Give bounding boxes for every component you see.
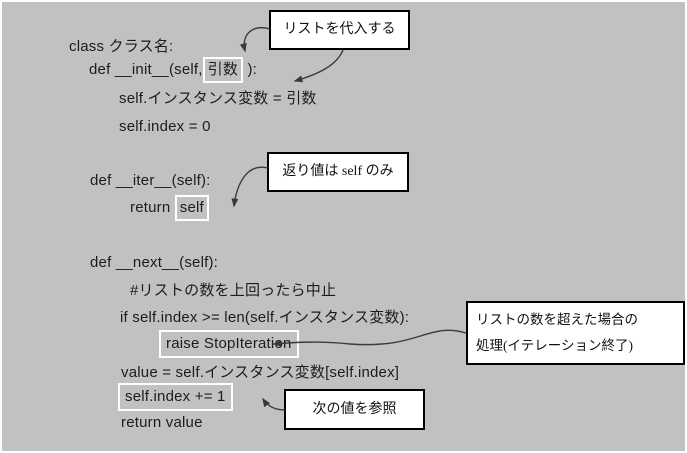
code-line-if-condition: if self.index >= len(self.インスタンス変数): — [120, 309, 410, 326]
code-line-raise: raise StopIteration — [159, 330, 299, 358]
code-init-argument: 引数 — [207, 61, 239, 78]
callout-stop-iteration: リストの数を超えた場合の 処理(イテレーション終了) — [466, 301, 685, 365]
code-line-return-self: return self — [130, 195, 209, 221]
arrow-next-value — [262, 397, 286, 411]
callout-next-value: 次の値を参照 — [284, 389, 425, 430]
highlight-box-argument: 引数 — [202, 57, 244, 83]
arrow-stop-iteration — [272, 329, 467, 347]
code-line-assign-instance: self.インスタンス変数 = 引数 — [119, 90, 317, 107]
code-line-init-def: def __init__(self,引数 ): — [89, 57, 257, 83]
highlight-box-index-increment: self.index += 1 — [118, 383, 233, 411]
code-line-iter-def: def __iter__(self): — [90, 172, 211, 189]
code-init-pre: def __init__(self, — [89, 61, 203, 78]
callout-stop-iteration-line2: 処理(イテレーション終了) — [476, 338, 633, 353]
code-line-return-value: return value — [121, 414, 203, 431]
code-raise-text: raise StopIteration — [166, 335, 292, 352]
callout-assign-list: リストを代入する — [269, 10, 410, 50]
code-line-index-init: self.index = 0 — [119, 118, 211, 135]
arrow-return-self — [231, 166, 269, 208]
code-init-post: ): — [243, 61, 258, 78]
code-line-index-increment: self.index += 1 — [118, 383, 233, 411]
code-return-self-word: self — [179, 199, 204, 216]
callout-assign-list-text: リストを代入する — [283, 22, 396, 37]
highlight-box-self: self — [174, 195, 209, 221]
callout-stop-iteration-line1: リストの数を超えた場合の — [476, 312, 638, 327]
callout-return-self: 返り値は self のみ — [267, 152, 409, 192]
code-increment-text: self.index += 1 — [125, 388, 226, 405]
arrow-assign-to-argument — [239, 27, 271, 53]
callout-return-self-text: 返り値は self のみ — [282, 164, 394, 179]
code-line-next-def: def __next__(self): — [90, 254, 219, 271]
code-return-pre: return — [130, 199, 175, 216]
code-line-class-def: class クラス名: — [69, 38, 174, 55]
highlight-box-stopiteration: raise StopIteration — [159, 330, 299, 358]
arrow-assign-to-instance-var — [293, 49, 344, 83]
callout-next-value-text: 次の値を参照 — [312, 401, 397, 417]
code-line-comment: #リストの数を上回ったら中止 — [130, 282, 337, 299]
code-line-value-assign: value = self.インスタンス変数[self.index] — [121, 364, 400, 381]
